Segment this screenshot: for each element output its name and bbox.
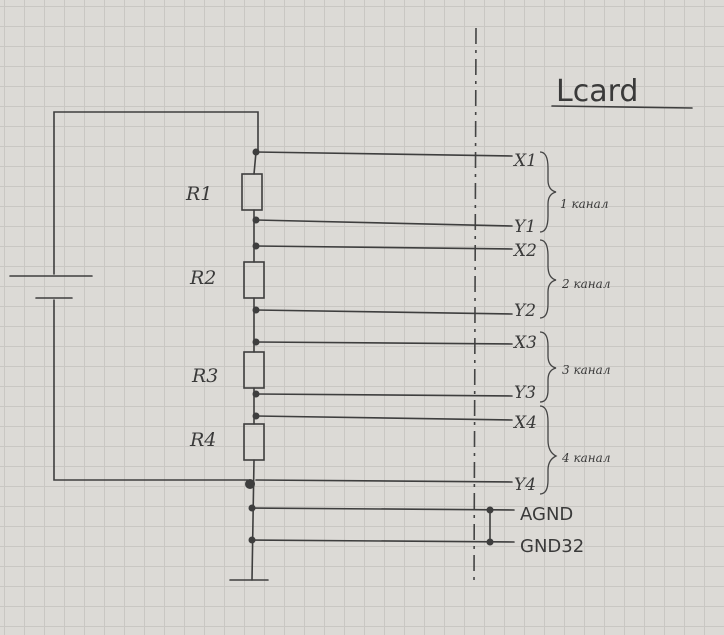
label-r1: R1: [185, 183, 212, 205]
pin-y3: Y3: [514, 383, 536, 403]
board-boundary-line: [473, 27, 477, 585]
rail-segment: [251, 459, 255, 581]
wire-y1: [255, 219, 513, 227]
pin-gnd32: GND32: [520, 536, 584, 557]
brace-channel-2: [539, 239, 557, 319]
channel-label-1: 1 канал: [560, 197, 608, 211]
channel-label-3: 3 канал: [562, 363, 610, 377]
pin-x2: X2: [512, 241, 537, 261]
battery-top-wire: [53, 111, 259, 275]
resistor-r3: [243, 351, 265, 389]
board-title: Lcard: [556, 74, 638, 109]
wire-y4: [255, 479, 513, 483]
wire-x4: [255, 415, 513, 421]
brace-channel-1: [539, 151, 557, 233]
channel-label-4: 4 канал: [561, 451, 610, 465]
resistor-r1: [241, 173, 263, 211]
rail-segment: [253, 151, 257, 175]
wire-agnd: [251, 507, 515, 511]
pin-x1: X1: [512, 151, 537, 171]
wire-x3: [255, 341, 513, 345]
label-r4: R4: [189, 429, 216, 451]
wire-x2: [255, 245, 513, 250]
wire-x1: [255, 151, 513, 157]
pin-y2: Y2: [514, 301, 536, 321]
resistor-r2: [243, 261, 265, 299]
brace-channel-3: [539, 331, 557, 403]
label-r2: R2: [189, 267, 216, 289]
wire-gnd32: [251, 539, 515, 543]
pin-agnd: AGND: [520, 504, 573, 525]
brace-channel-4: [539, 405, 558, 495]
title-underline: [551, 105, 693, 109]
battery-bottom-wire: [53, 299, 249, 481]
resistor-r4: [243, 423, 265, 461]
pin-y4: Y4: [514, 475, 536, 495]
pin-y1: Y1: [514, 217, 536, 237]
channel-label-2: 2 канал: [561, 277, 610, 291]
pin-x4: X4: [512, 413, 537, 433]
wire-y2: [255, 309, 513, 315]
label-r3: R3: [191, 365, 218, 387]
junction-dots: [245, 148, 494, 546]
wire-y3: [255, 393, 513, 397]
pin-x3: X3: [512, 333, 537, 353]
